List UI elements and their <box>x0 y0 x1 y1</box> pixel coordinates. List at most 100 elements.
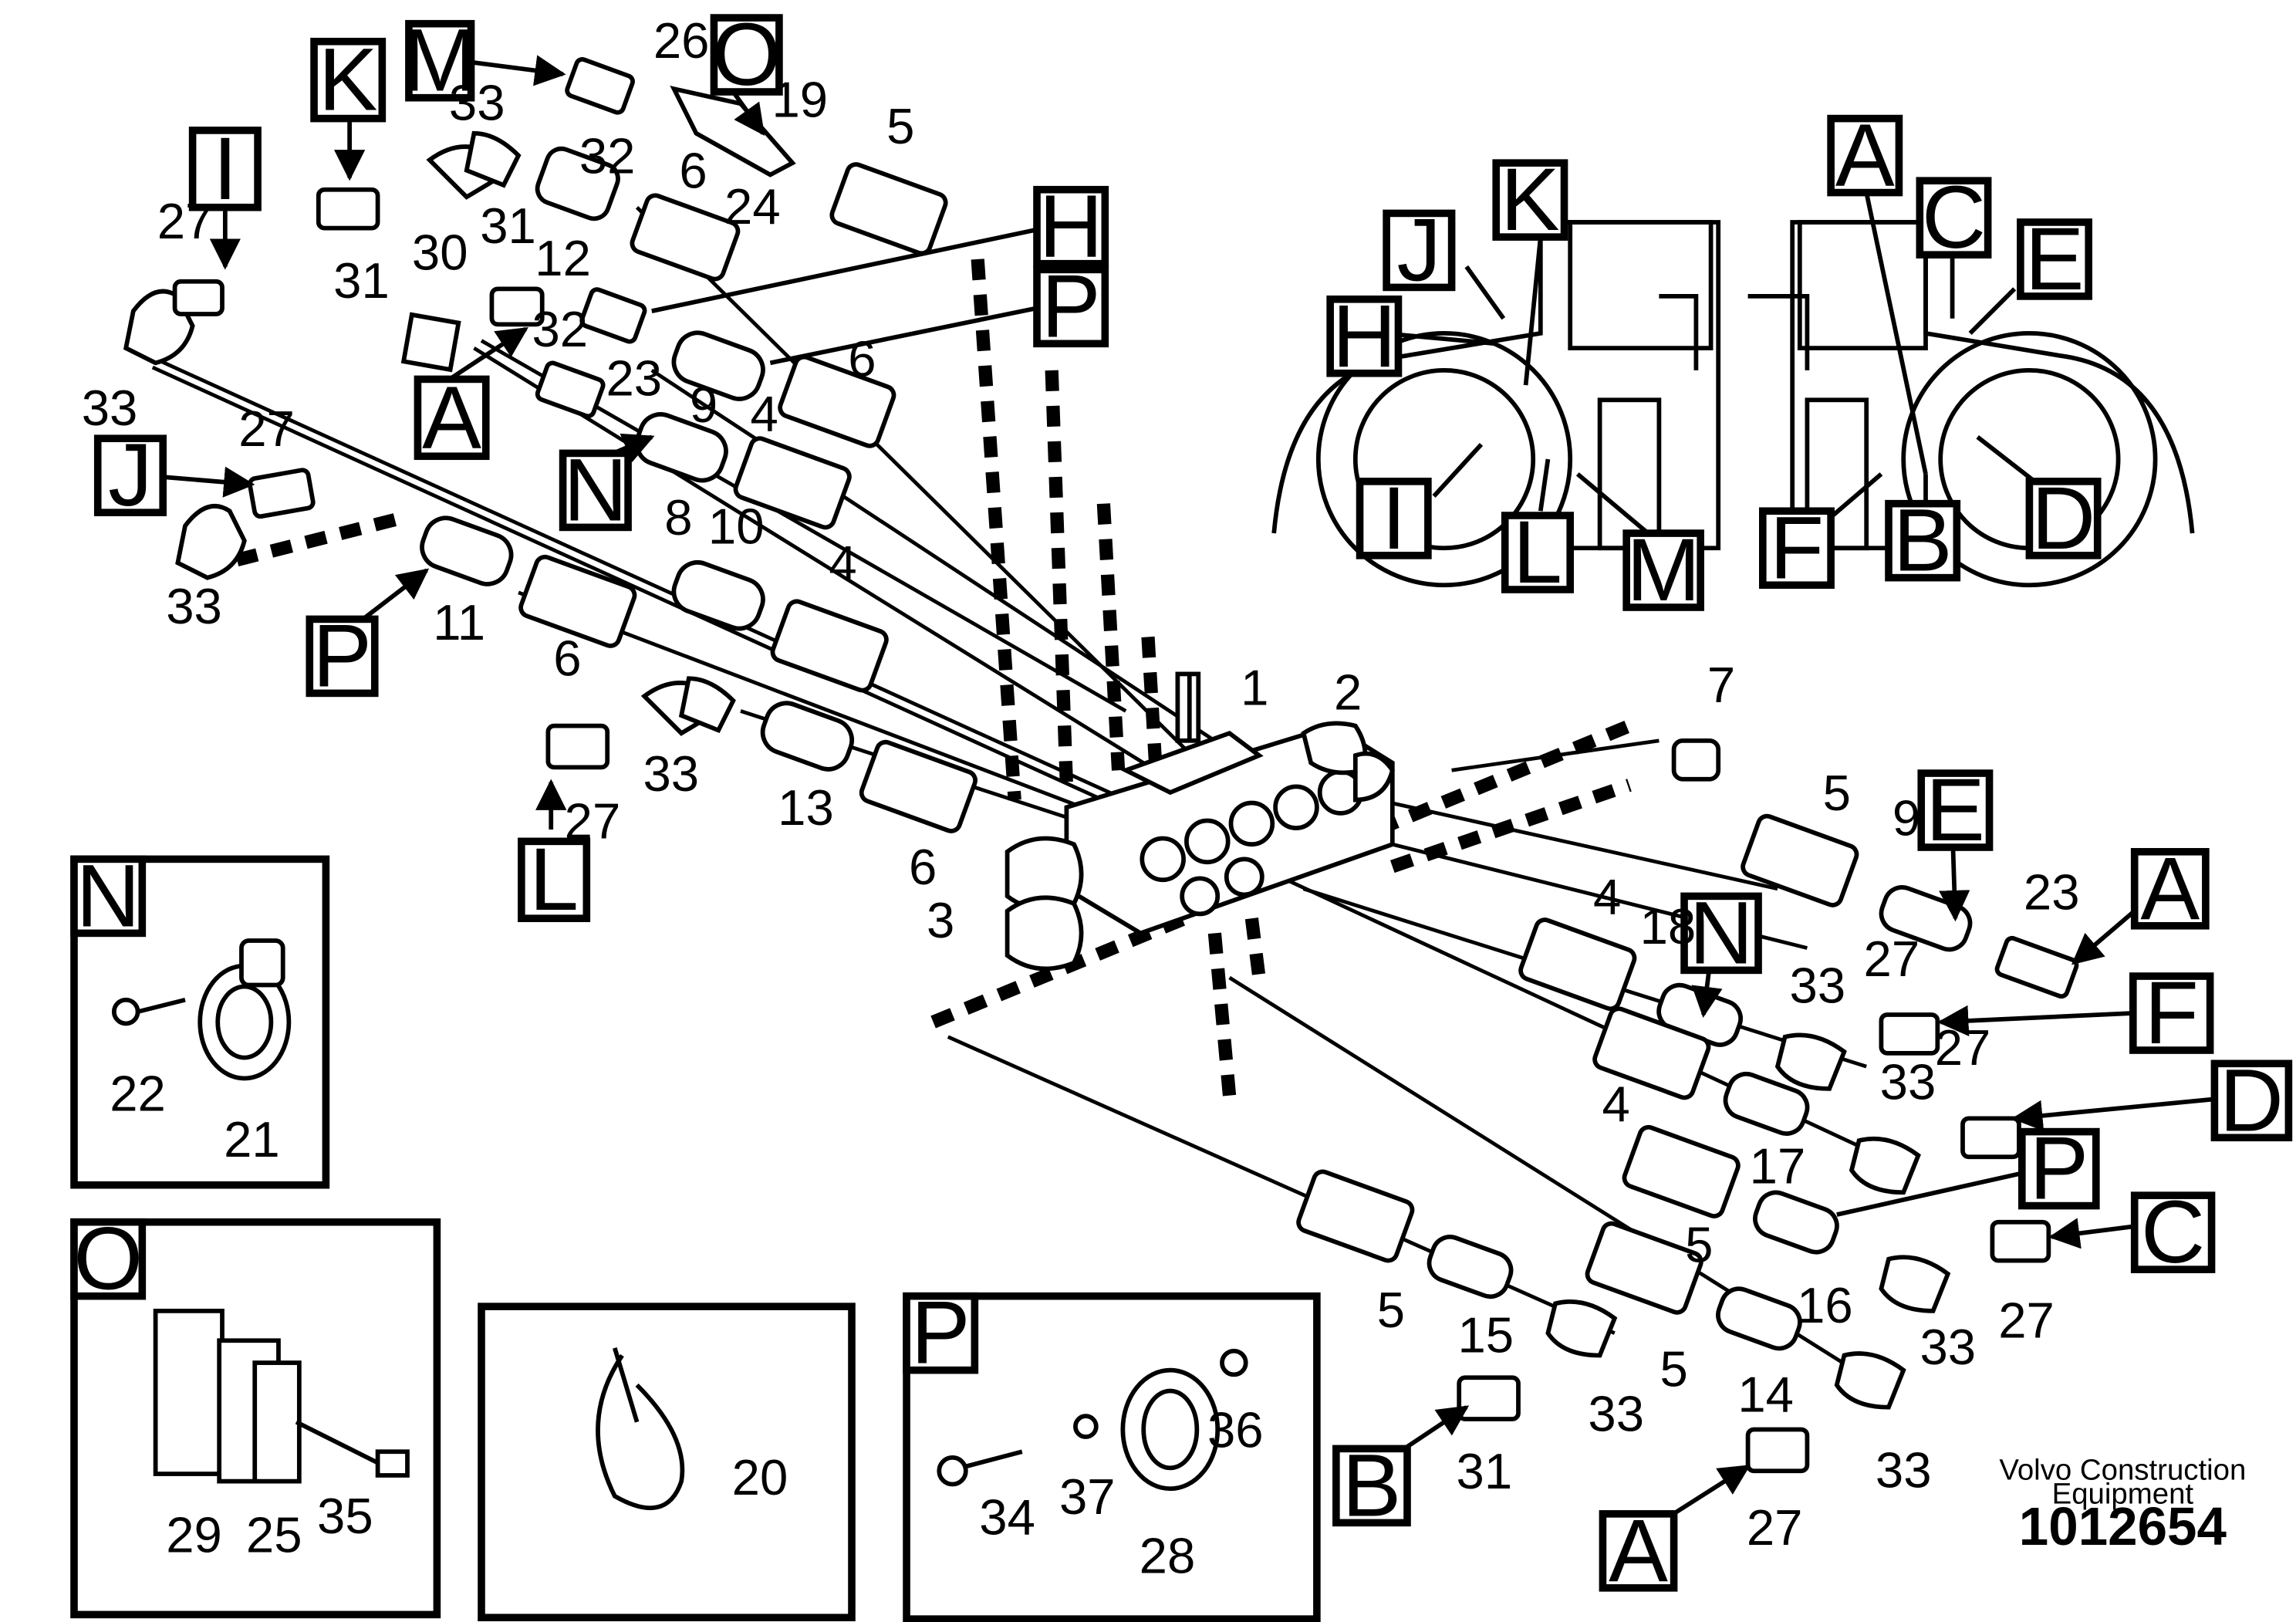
callout-m-view: M <box>1622 521 1704 620</box>
svg-text:33: 33 <box>449 74 505 130</box>
svg-text:P: P <box>312 607 372 705</box>
svg-text:1: 1 <box>1241 660 1268 716</box>
svg-text:34: 34 <box>979 1489 1035 1546</box>
svg-text:21: 21 <box>224 1111 280 1168</box>
svg-text:6: 6 <box>679 143 707 199</box>
svg-text:N: N <box>76 846 140 945</box>
svg-text:5: 5 <box>1660 1341 1687 1397</box>
svg-text:F: F <box>2145 964 2199 1063</box>
svg-text:N: N <box>563 441 627 539</box>
svg-text:27: 27 <box>565 792 621 849</box>
svg-text:H: H <box>1039 177 1103 276</box>
callout-o-top: O <box>710 5 783 104</box>
callout-k: K <box>310 31 387 130</box>
svg-text:32: 32 <box>579 128 636 184</box>
callout-j: J <box>93 426 167 525</box>
svg-text:33: 33 <box>1876 1441 1932 1498</box>
svg-text:4: 4 <box>1593 868 1621 924</box>
svg-text:33: 33 <box>1588 1385 1644 1441</box>
callout-c-view: C <box>1916 168 1992 267</box>
callout-h: H <box>1033 177 1109 276</box>
callout-m: M <box>403 12 477 110</box>
svg-text:25: 25 <box>246 1507 302 1563</box>
svg-text:33: 33 <box>1920 1319 1976 1375</box>
part-numbers: 26 19 33 5 32 24 6 27 31 30 12 31 32 23 … <box>82 12 2080 1584</box>
callout-j-view: J <box>1383 201 1456 299</box>
svg-text:33: 33 <box>82 380 138 436</box>
svg-text:6: 6 <box>553 630 581 686</box>
svg-text:33: 33 <box>166 578 222 634</box>
svg-text:11: 11 <box>433 594 485 650</box>
svg-text:19: 19 <box>772 72 828 128</box>
svg-text:F: F <box>1770 498 1824 597</box>
svg-text:26: 26 <box>653 12 710 69</box>
svg-text:7: 7 <box>1707 657 1735 713</box>
callout-c: C <box>2130 1183 2216 1282</box>
svg-text:P: P <box>2029 1120 2088 1218</box>
svg-text:B: B <box>1342 1436 1402 1535</box>
svg-text:9: 9 <box>690 377 718 433</box>
svg-text:3: 3 <box>927 892 954 948</box>
svg-text:17: 17 <box>1750 1138 1806 1195</box>
svg-text:24: 24 <box>724 178 781 235</box>
callout-n-inset: N <box>70 846 147 945</box>
svg-text:8: 8 <box>664 489 692 546</box>
svg-text:31: 31 <box>1457 1443 1513 1499</box>
callout-l: L <box>518 830 591 929</box>
svg-text:27: 27 <box>1998 1292 2055 1348</box>
svg-text:M: M <box>1626 521 1700 620</box>
callout-n-right: N <box>1680 884 1762 982</box>
svg-text:31: 31 <box>333 252 390 309</box>
svg-text:4: 4 <box>751 386 778 442</box>
svg-text:O: O <box>73 1210 143 1309</box>
svg-text:K: K <box>319 31 378 130</box>
callout-a-bottom: A <box>1599 1502 1678 1600</box>
callout-p-right: P <box>2017 1120 2100 1218</box>
svg-text:C: C <box>2141 1183 2205 1282</box>
svg-text:L: L <box>529 830 579 929</box>
svg-text:6: 6 <box>848 331 876 387</box>
svg-text:M: M <box>403 12 477 110</box>
callout-p-inset: P <box>903 1284 979 1383</box>
svg-text:I: I <box>1382 469 1406 568</box>
svg-text:K: K <box>1501 150 1560 249</box>
svg-text:14: 14 <box>1737 1366 1794 1422</box>
callout-h-view: H <box>1326 287 1403 386</box>
callout-a-right: A <box>2130 840 2210 938</box>
svg-text:5: 5 <box>886 98 914 154</box>
callout-e-view: E <box>2017 210 2092 309</box>
svg-text:36: 36 <box>1207 1401 1264 1458</box>
svg-text:6: 6 <box>909 839 937 895</box>
svg-text:A: A <box>422 368 481 467</box>
svg-text:10: 10 <box>708 498 765 554</box>
callout-p-top: P <box>1033 257 1109 356</box>
dashed-bundles <box>235 259 1633 1097</box>
svg-text:J: J <box>108 426 153 525</box>
svg-text:27: 27 <box>1747 1499 1803 1556</box>
svg-text:22: 22 <box>110 1066 166 1122</box>
svg-text:27: 27 <box>1935 1019 1991 1076</box>
svg-text:33: 33 <box>1880 1053 1936 1110</box>
svg-text:D: D <box>2031 469 2095 568</box>
svg-text:O: O <box>712 5 782 104</box>
svg-text:27: 27 <box>157 193 214 249</box>
callout-l-view: L <box>1501 503 1574 602</box>
svg-text:E: E <box>2025 210 2085 309</box>
callout-o-inset: O <box>70 1210 147 1309</box>
svg-text:L: L <box>1513 503 1562 602</box>
callout-k-view: K <box>1492 150 1568 249</box>
svg-text:30: 30 <box>412 224 468 280</box>
doc-number: 1012654 <box>2019 1496 2227 1556</box>
callout-b-view: B <box>1885 492 1961 590</box>
svg-text:31: 31 <box>480 198 536 254</box>
svg-text:37: 37 <box>1059 1468 1116 1525</box>
svg-text:H: H <box>1332 287 1396 386</box>
callout-p-left: P <box>306 607 379 705</box>
callout-d: D <box>2210 1051 2293 1150</box>
hose-lines <box>147 206 1912 1380</box>
svg-text:15: 15 <box>1457 1307 1514 1363</box>
svg-text:9: 9 <box>1893 790 1920 846</box>
svg-text:33: 33 <box>643 745 699 802</box>
callout-f-view: F <box>1759 498 1835 597</box>
callout-d-view: D <box>2025 469 2102 568</box>
